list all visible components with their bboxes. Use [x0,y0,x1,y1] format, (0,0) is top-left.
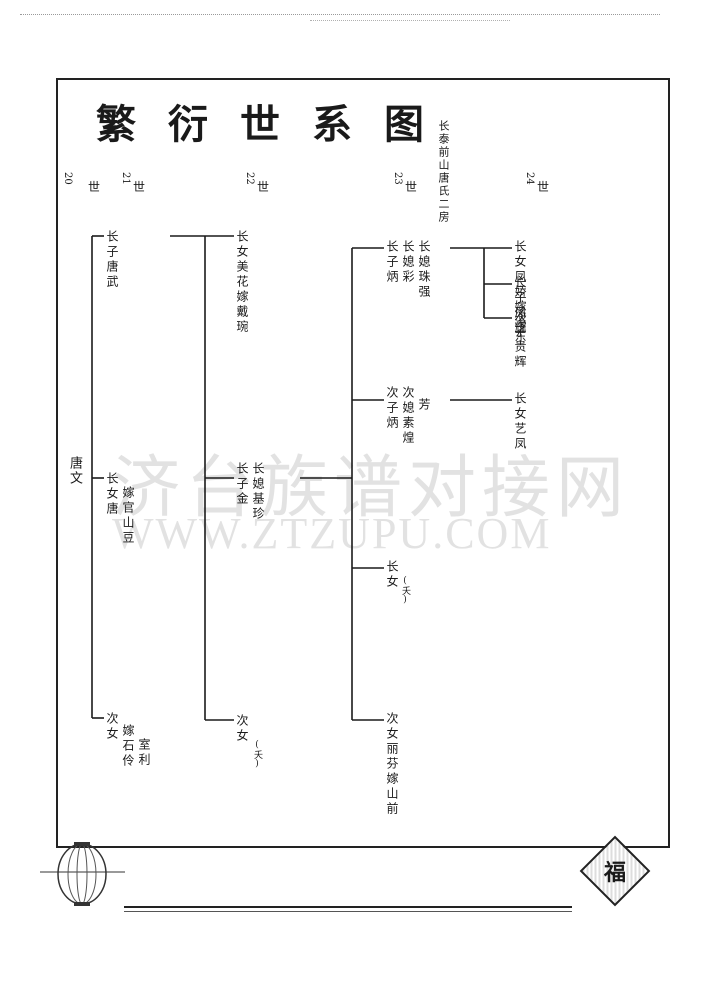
person-g23-eldest-son-line2: 长媳彩 [401,240,415,285]
person-g23-eldest-daughter-note: (夭) [400,576,410,605]
scan-artifact-line [20,14,660,15]
person-g21-eldest-daughter-line1: 长女唐 [105,472,119,517]
lantern-ornament-icon [40,842,125,906]
person-g23-second-son-line1: 次子炳 [385,386,399,431]
person-g23-eldest-son-line1: 长子炳 [385,240,399,285]
person-g23-eldest-son-line3: 长媳珠强 [417,240,431,300]
page-title: 繁衍世系图 [96,105,456,145]
person-g23-second-son-line3: 芳 [417,398,431,413]
person-g23-eldest-daughter: 长女 [385,560,399,590]
generation-23-number: 23 [392,172,403,185]
page-subtitle: 长泰前山唐氏二房 [437,120,450,224]
generation-24-number: 24 [524,172,535,185]
page-frame [56,78,670,848]
person-g24-eldest-daughter: 长女凤娇嫁溪东 [513,240,527,345]
person-g21-second-daughter-line1: 次女 [105,712,119,742]
person-g23-second-son-line2: 次媳素煌 [401,386,415,446]
generation-20-label: 世 [88,180,101,194]
bottom-rule-thin [124,911,572,912]
generation-21-number: 21 [120,172,131,185]
person-g23-second-daughter: 次女丽芬嫁山前 [385,712,399,817]
blessing-character: 福 [603,859,627,886]
person-g21-second-daughter-line2: 嫁石伶 [121,724,135,769]
person-g21-eldest-son: 长子唐武 [105,230,119,290]
person-g24-second-son: 次子贵辉 [513,310,527,370]
person-g21-eldest-daughter-line2: 嫁官山豆 [121,486,135,546]
person-root: 唐文 [67,456,82,486]
watermark-url: WWW.ZTZUPU.COM [112,509,552,558]
person-g21-second-daughter-line3: 室利 [137,738,151,768]
page-title-text: 繁衍世系图 [96,101,456,148]
person-g22-eldest-daughter: 长女美花嫁戴琬 [235,230,249,335]
watermark-chinese: 济台族谱对接网 [112,449,631,528]
person-g22-second-daughter: 次女 [235,714,249,744]
generation-22-number: 22 [244,172,255,185]
generation-21-label: 世 [133,180,146,194]
generation-23-label: 世 [405,180,418,194]
person-g24-eldest-daughter-branch2: 长女艺凤 [513,392,527,452]
generation-20-number: 20 [62,172,73,185]
generation-24-label: 世 [537,180,550,194]
person-g24-eldest-son: 长子凤辉 [513,276,527,336]
person-g22-second-daughter-note: (夭) [252,740,262,769]
bottom-rule [124,906,572,908]
scan-artifact-line [310,20,510,21]
person-g22-eldest-son-line2: 长媳基珍 [251,462,265,522]
person-g22-eldest-son-line1: 长子金 [235,462,249,507]
generation-22-label: 世 [257,180,270,194]
